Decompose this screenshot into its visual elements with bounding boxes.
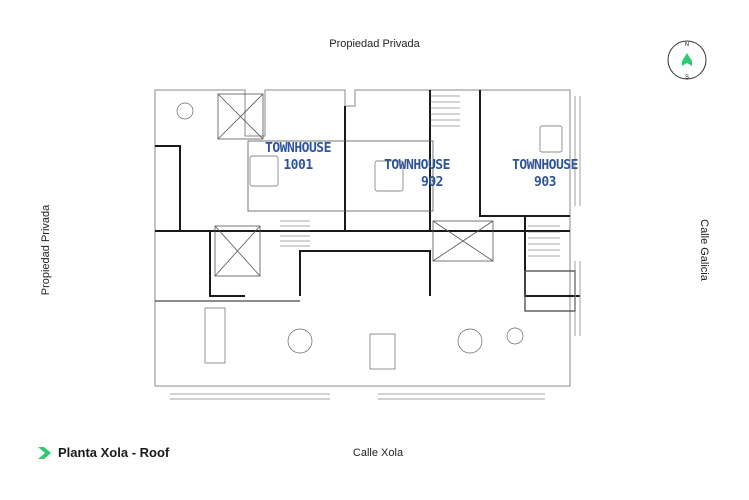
townhouse-1001-title: TOWNHOUSE: [265, 141, 331, 156]
compass-south: S: [685, 75, 689, 81]
chevron-right-icon: [38, 446, 51, 459]
townhouse-903-number: 903: [534, 175, 556, 190]
townhouse-1001-number: 1001: [283, 158, 313, 173]
townhouse-1001-label: TOWNHOUSE 1001: [258, 140, 338, 174]
compass-arrow-icon: [682, 53, 692, 66]
townhouse-903-title: TOWNHOUSE: [512, 158, 578, 173]
townhouse-903-label: TOWNHOUSE 903: [505, 157, 585, 191]
plan-title-text: Planta Xola - Roof: [58, 445, 170, 460]
compass-north: N: [685, 42, 689, 48]
townhouse-902-number: 902: [421, 175, 443, 190]
floor-plan: [154, 89, 581, 400]
townhouse-902-label: TOWNHOUSE 902: [372, 157, 462, 191]
compass-icon: N S: [667, 40, 707, 81]
street-label-left: Propiedad Privada: [40, 204, 52, 296]
street-label-right: Calle Galicia: [698, 219, 710, 281]
plan-title: Planta Xola - Roof: [38, 445, 169, 460]
street-label-top: Propiedad Privada: [329, 38, 420, 50]
townhouse-902-title: TOWNHOUSE: [384, 158, 450, 173]
street-label-bottom: Calle Xola: [352, 447, 404, 459]
